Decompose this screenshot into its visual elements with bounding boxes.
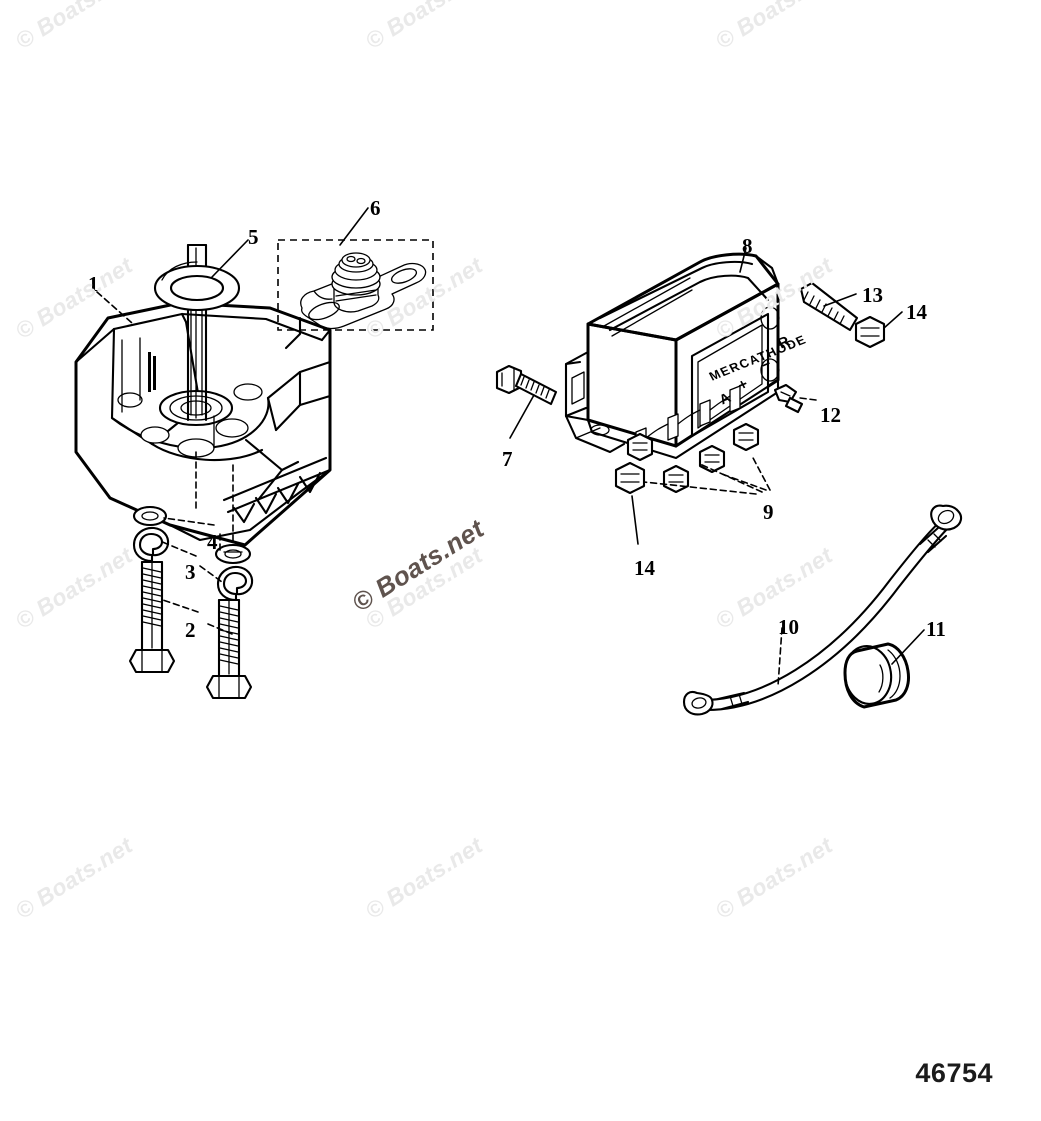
hex-nut-part-14-upper	[854, 315, 886, 349]
clip-part-3-left	[132, 526, 170, 563]
callout-8: 8	[742, 234, 753, 258]
callout-5: 5	[248, 225, 259, 249]
washer-part-4-right	[214, 543, 252, 565]
clip-part-3-right	[216, 565, 254, 602]
screw-part-7	[495, 364, 558, 406]
bolt-part-2-left	[128, 560, 176, 674]
drawing-number: 46754	[915, 1058, 993, 1088]
callout-6: 6	[370, 196, 381, 220]
callout-13: 13	[862, 283, 883, 307]
callout-1: 1	[88, 272, 99, 296]
callout-9: 9	[763, 500, 774, 524]
callout-10: 10	[778, 615, 799, 639]
hex-nut	[662, 464, 690, 494]
hex-nut	[732, 422, 760, 452]
transom-housing-part-1	[74, 301, 332, 547]
hex-nut-part-14-lower	[614, 461, 646, 495]
leader-lines	[96, 207, 925, 687]
bolt-part-2-right	[205, 598, 253, 700]
hex-nut	[626, 432, 654, 462]
insulator-sleeve-part-11	[843, 642, 910, 709]
callout-3: 3	[185, 560, 196, 584]
inset-box-part-6	[277, 239, 434, 331]
hex-nut	[698, 444, 726, 474]
screw-part-12	[773, 383, 804, 414]
callout-12: 12	[820, 403, 841, 427]
callout-2: 2	[185, 618, 196, 642]
ground-cable-part-10	[682, 504, 963, 716]
screw-part-13	[799, 281, 859, 332]
callout-14: 14	[906, 300, 927, 324]
terminal-label-plus: +	[734, 375, 752, 395]
callout-11: 11	[926, 617, 946, 641]
washer-part-4-left	[132, 505, 168, 527]
callout-14-lower: 14	[634, 556, 655, 580]
callout-4: 4	[207, 530, 218, 554]
callout-7: 7	[502, 447, 513, 471]
o-ring-part-5	[153, 261, 241, 312]
